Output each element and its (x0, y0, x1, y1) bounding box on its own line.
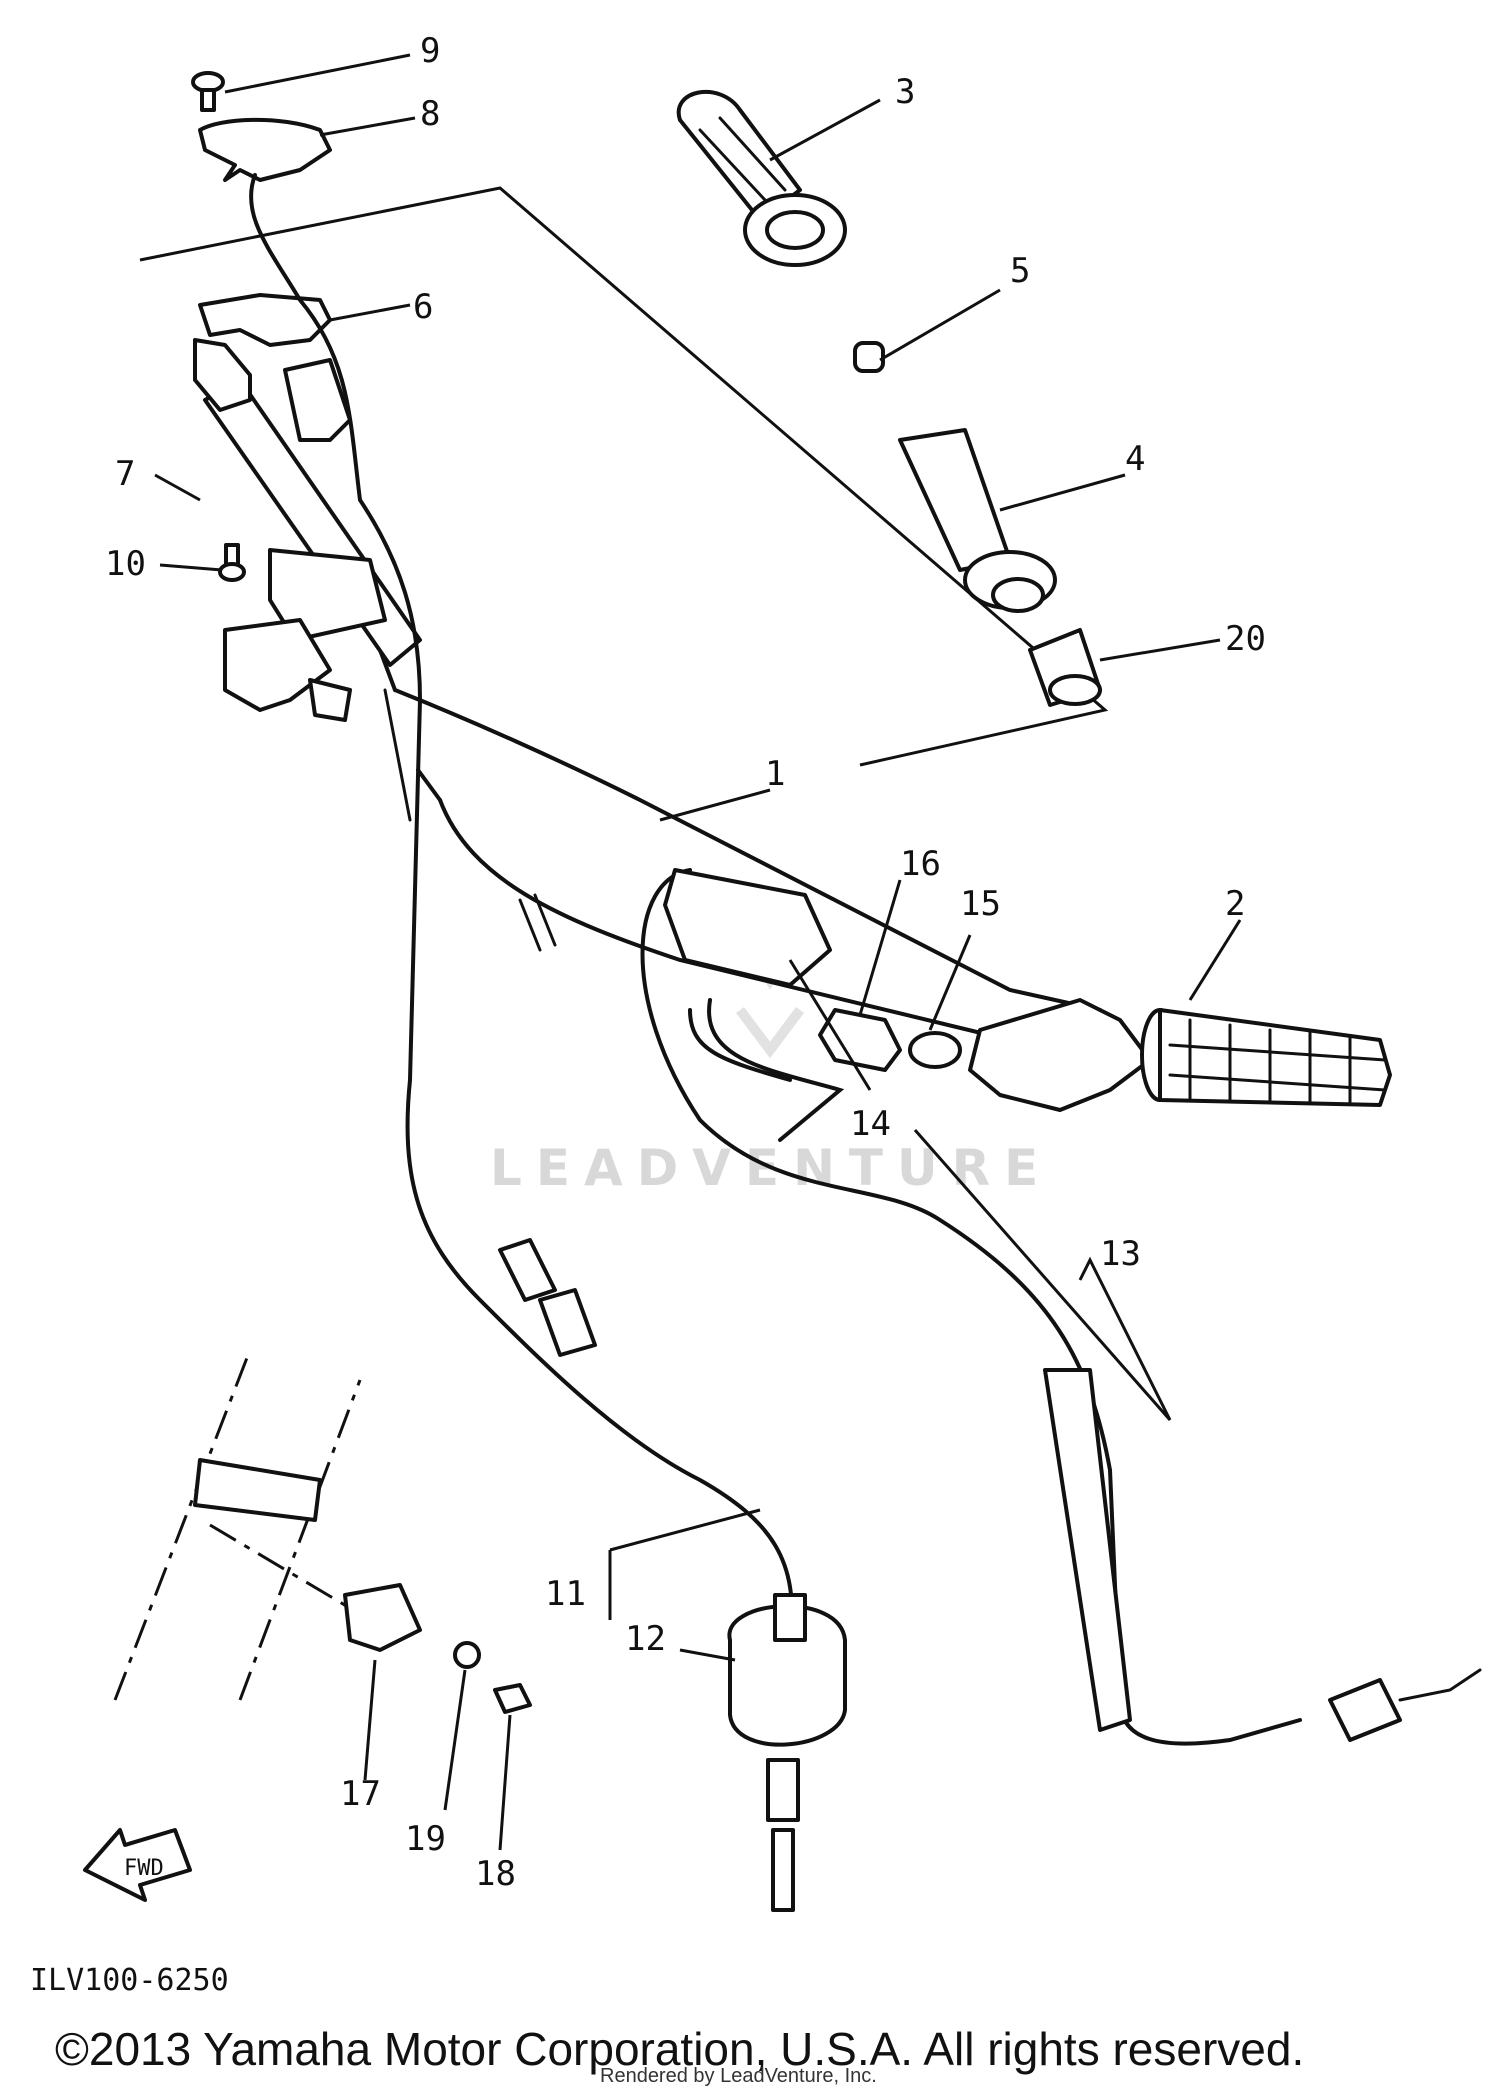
part-6-holder (198, 293, 332, 347)
callout-15: 15 (960, 884, 1001, 924)
callout-16: 16 (900, 844, 941, 884)
fwd-label: FWD (124, 1856, 164, 1881)
part-19-washer (453, 1641, 481, 1669)
callout-1: 1 (765, 754, 785, 794)
part-20-collar (1028, 628, 1102, 707)
part-18-bolt (493, 1683, 532, 1714)
callout-19: 19 (405, 1819, 446, 1859)
callout-7: 7 (115, 454, 135, 494)
copyright-notice: ©2013 Yamaha Motor Corporation, U.S.A. A… (55, 2023, 1304, 2075)
part-2-grip (1140, 1008, 1392, 1107)
fork-and-part-17 (113, 1349, 532, 1714)
part-4-throttle-tube (898, 428, 1057, 613)
callout-11: 11 (545, 1574, 586, 1614)
part-12-boot (727, 1593, 847, 1912)
callout-3: 3 (895, 72, 915, 112)
callout-4: 4 (1125, 439, 1145, 479)
callout-6: 6 (413, 287, 433, 327)
diagram-code: ILV100-6250 (30, 1963, 229, 1998)
callout-labels: 9 8 3 6 5 7 4 10 20 1 16 15 2 14 13 11 1… (105, 31, 1266, 1894)
throttle-housing (968, 998, 1152, 1112)
callout-12: 12 (625, 1619, 666, 1659)
handlebar (378, 648, 1102, 1142)
fwd-arrow-icon: FWD (83, 1828, 192, 1902)
part-5 (853, 341, 885, 373)
part-10-bolt (218, 543, 246, 582)
part-14-housing (663, 868, 832, 987)
part-9-screw (191, 71, 225, 112)
callout-5: 5 (1010, 251, 1030, 291)
part-7-clip (193, 338, 252, 412)
part-13-cable (640, 868, 1482, 1746)
callout-10: 10 (105, 544, 146, 584)
callout-14: 14 (850, 1104, 891, 1144)
rendered-by-notice: Rendered by LeadVenture, Inc. (600, 2065, 877, 2086)
part-8-clamp (198, 117, 332, 182)
part-11-cable (249, 173, 794, 1742)
part-16-adjuster (818, 1008, 902, 1072)
callout-8: 8 (420, 94, 440, 134)
subassembly-bracket (139, 186, 1109, 767)
callout-9: 9 (420, 31, 440, 71)
lever-assembly (203, 378, 422, 822)
part-15-ring (908, 1031, 962, 1069)
part-3-grip (676, 90, 847, 267)
callout-18: 18 (475, 1854, 516, 1894)
leader-lines (154, 53, 1242, 1851)
callout-17: 17 (340, 1774, 381, 1814)
callout-13: 13 (1100, 1234, 1141, 1274)
callout-20: 20 (1225, 619, 1266, 659)
callout-2: 2 (1225, 884, 1245, 924)
